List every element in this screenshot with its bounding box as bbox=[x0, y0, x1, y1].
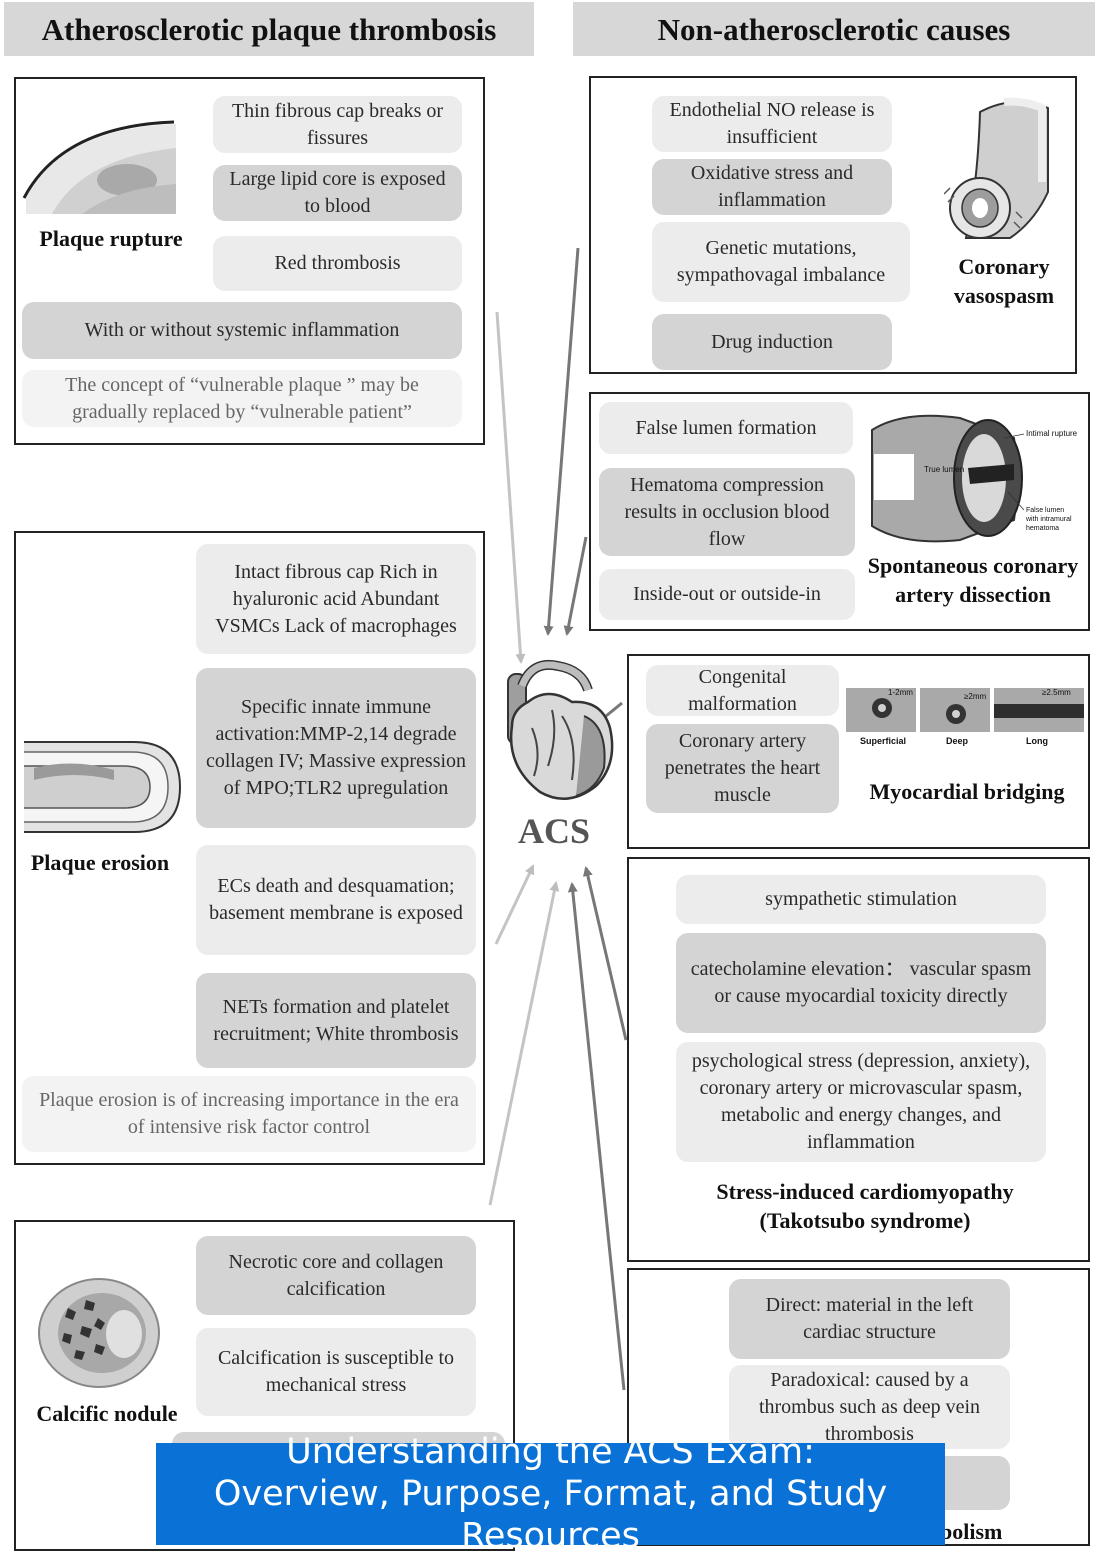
arrow-calcific bbox=[488, 881, 560, 1206]
bridging-m1-text: 1-2mm bbox=[888, 688, 913, 697]
bridging-m3-text: ≥2.5mm bbox=[1042, 688, 1071, 697]
vasospasm-item-4: Drug induction bbox=[652, 314, 892, 370]
rupture-item-1: Thin fibrous cap breaks or fissures bbox=[213, 96, 462, 153]
embolism-item-2: Paradoxical: caused by a thrombus such a… bbox=[729, 1365, 1010, 1449]
plaque-erosion-illustration bbox=[24, 740, 182, 834]
label-embolism: bolism bbox=[940, 1519, 1003, 1544]
label-vasospasm: Coronary vasospasm bbox=[953, 254, 1055, 308]
rupture-systemic: With or without systemic inflammation bbox=[22, 302, 462, 359]
bridging-item-1: Congenital malformation bbox=[646, 665, 839, 716]
bridging-deep-text: Deep bbox=[946, 736, 969, 746]
calcific-nodule-illustration bbox=[38, 1278, 160, 1388]
vasospasm-illustration bbox=[943, 92, 1060, 242]
bridging-long-text: Long bbox=[1026, 736, 1048, 746]
embolism-item-1: Direct: material in the left cardiac str… bbox=[729, 1279, 1010, 1359]
title-banner: Understanding the ACS Exam: Overview, Pu… bbox=[156, 1432, 945, 1556]
acs-label: ACS bbox=[518, 811, 591, 851]
takotsubo-item-1: sympathetic stimulation bbox=[676, 875, 1046, 924]
erosion-item-2: Specific innate immune activation:MMP-2,… bbox=[196, 668, 476, 828]
vasospasm-item-1: Endothelial NO release is insufficient bbox=[652, 96, 892, 152]
erosion-note: Plaque erosion is of increasing importan… bbox=[22, 1076, 476, 1152]
arrow-rupture bbox=[495, 311, 526, 664]
vasospasm-item-2: Oxidative stress and inflammation bbox=[652, 159, 892, 215]
label-myocardial-bridging: Myocardial bridging bbox=[869, 779, 1065, 804]
calcific-item-2: Calcification is susceptible to mechanic… bbox=[196, 1328, 476, 1416]
takotsubo-item-3: psychological stress (depression, anxiet… bbox=[676, 1042, 1046, 1162]
scad-true-lumen-text: True lumen bbox=[924, 465, 964, 474]
calcific-item-1: Necrotic core and collagen calcification bbox=[196, 1236, 476, 1315]
arrow-scad bbox=[563, 536, 588, 636]
label-plaque-rupture: Plaque rupture bbox=[39, 226, 183, 251]
vasospasm-item-3: Genetic mutations, sympathovagal imbalan… bbox=[652, 222, 910, 302]
label-calcific-nodule: Calcific nodule bbox=[36, 1401, 178, 1426]
erosion-item-4: NETs formation and platelet recruitment;… bbox=[196, 973, 476, 1068]
arrow-erosion bbox=[494, 864, 535, 945]
arrow-vasospasm bbox=[543, 247, 580, 636]
bridging-item-2: Coronary artery penetrates the heart mus… bbox=[646, 724, 839, 813]
plaque-rupture-illustration bbox=[22, 118, 176, 214]
scad-item-1: False lumen formation bbox=[599, 402, 853, 454]
header-non-atherosclerotic: Non-atherosclerotic causes bbox=[573, 2, 1095, 56]
scad-item-2: Hematoma compression results in occlusio… bbox=[599, 468, 855, 556]
arrow-takotsubo bbox=[582, 866, 628, 1041]
label-scad: Spontaneous coronary artery dissection bbox=[867, 553, 1079, 607]
erosion-item-3: ECs death and desquamation; basement mem… bbox=[196, 845, 476, 955]
label-plaque-erosion: Plaque erosion bbox=[30, 850, 170, 875]
rupture-note: The concept of “vulnerable plaque ” may … bbox=[22, 370, 462, 427]
takotsubo-item-2: catecholamine elevation： vascular spasm … bbox=[676, 933, 1046, 1033]
bridging-superficial-text: Superficial bbox=[860, 736, 906, 746]
label-takotsubo: Stress-induced cardiomyopathy (Takotsubo… bbox=[716, 1179, 1014, 1233]
heart-illustration bbox=[492, 656, 620, 808]
bridging-m2-text: ≥2mm bbox=[964, 692, 987, 701]
scad-intimal-text: Intimal rupture bbox=[1026, 429, 1078, 438]
rupture-item-2: Large lipid core is exposed to blood bbox=[213, 165, 462, 221]
bridging-illustration: 1-2mm ≥2mm ≥2.5mm Superficial Deep Long bbox=[846, 684, 1084, 750]
rupture-item-3: Red thrombosis bbox=[213, 236, 462, 291]
scad-item-3: Inside-out or outside-in bbox=[599, 569, 855, 620]
header-atherosclerotic: Atherosclerotic plaque thrombosis bbox=[4, 2, 534, 56]
erosion-item-1: Intact fibrous cap Rich in hyaluronic ac… bbox=[196, 544, 476, 654]
arrow-embolism bbox=[567, 882, 626, 1391]
